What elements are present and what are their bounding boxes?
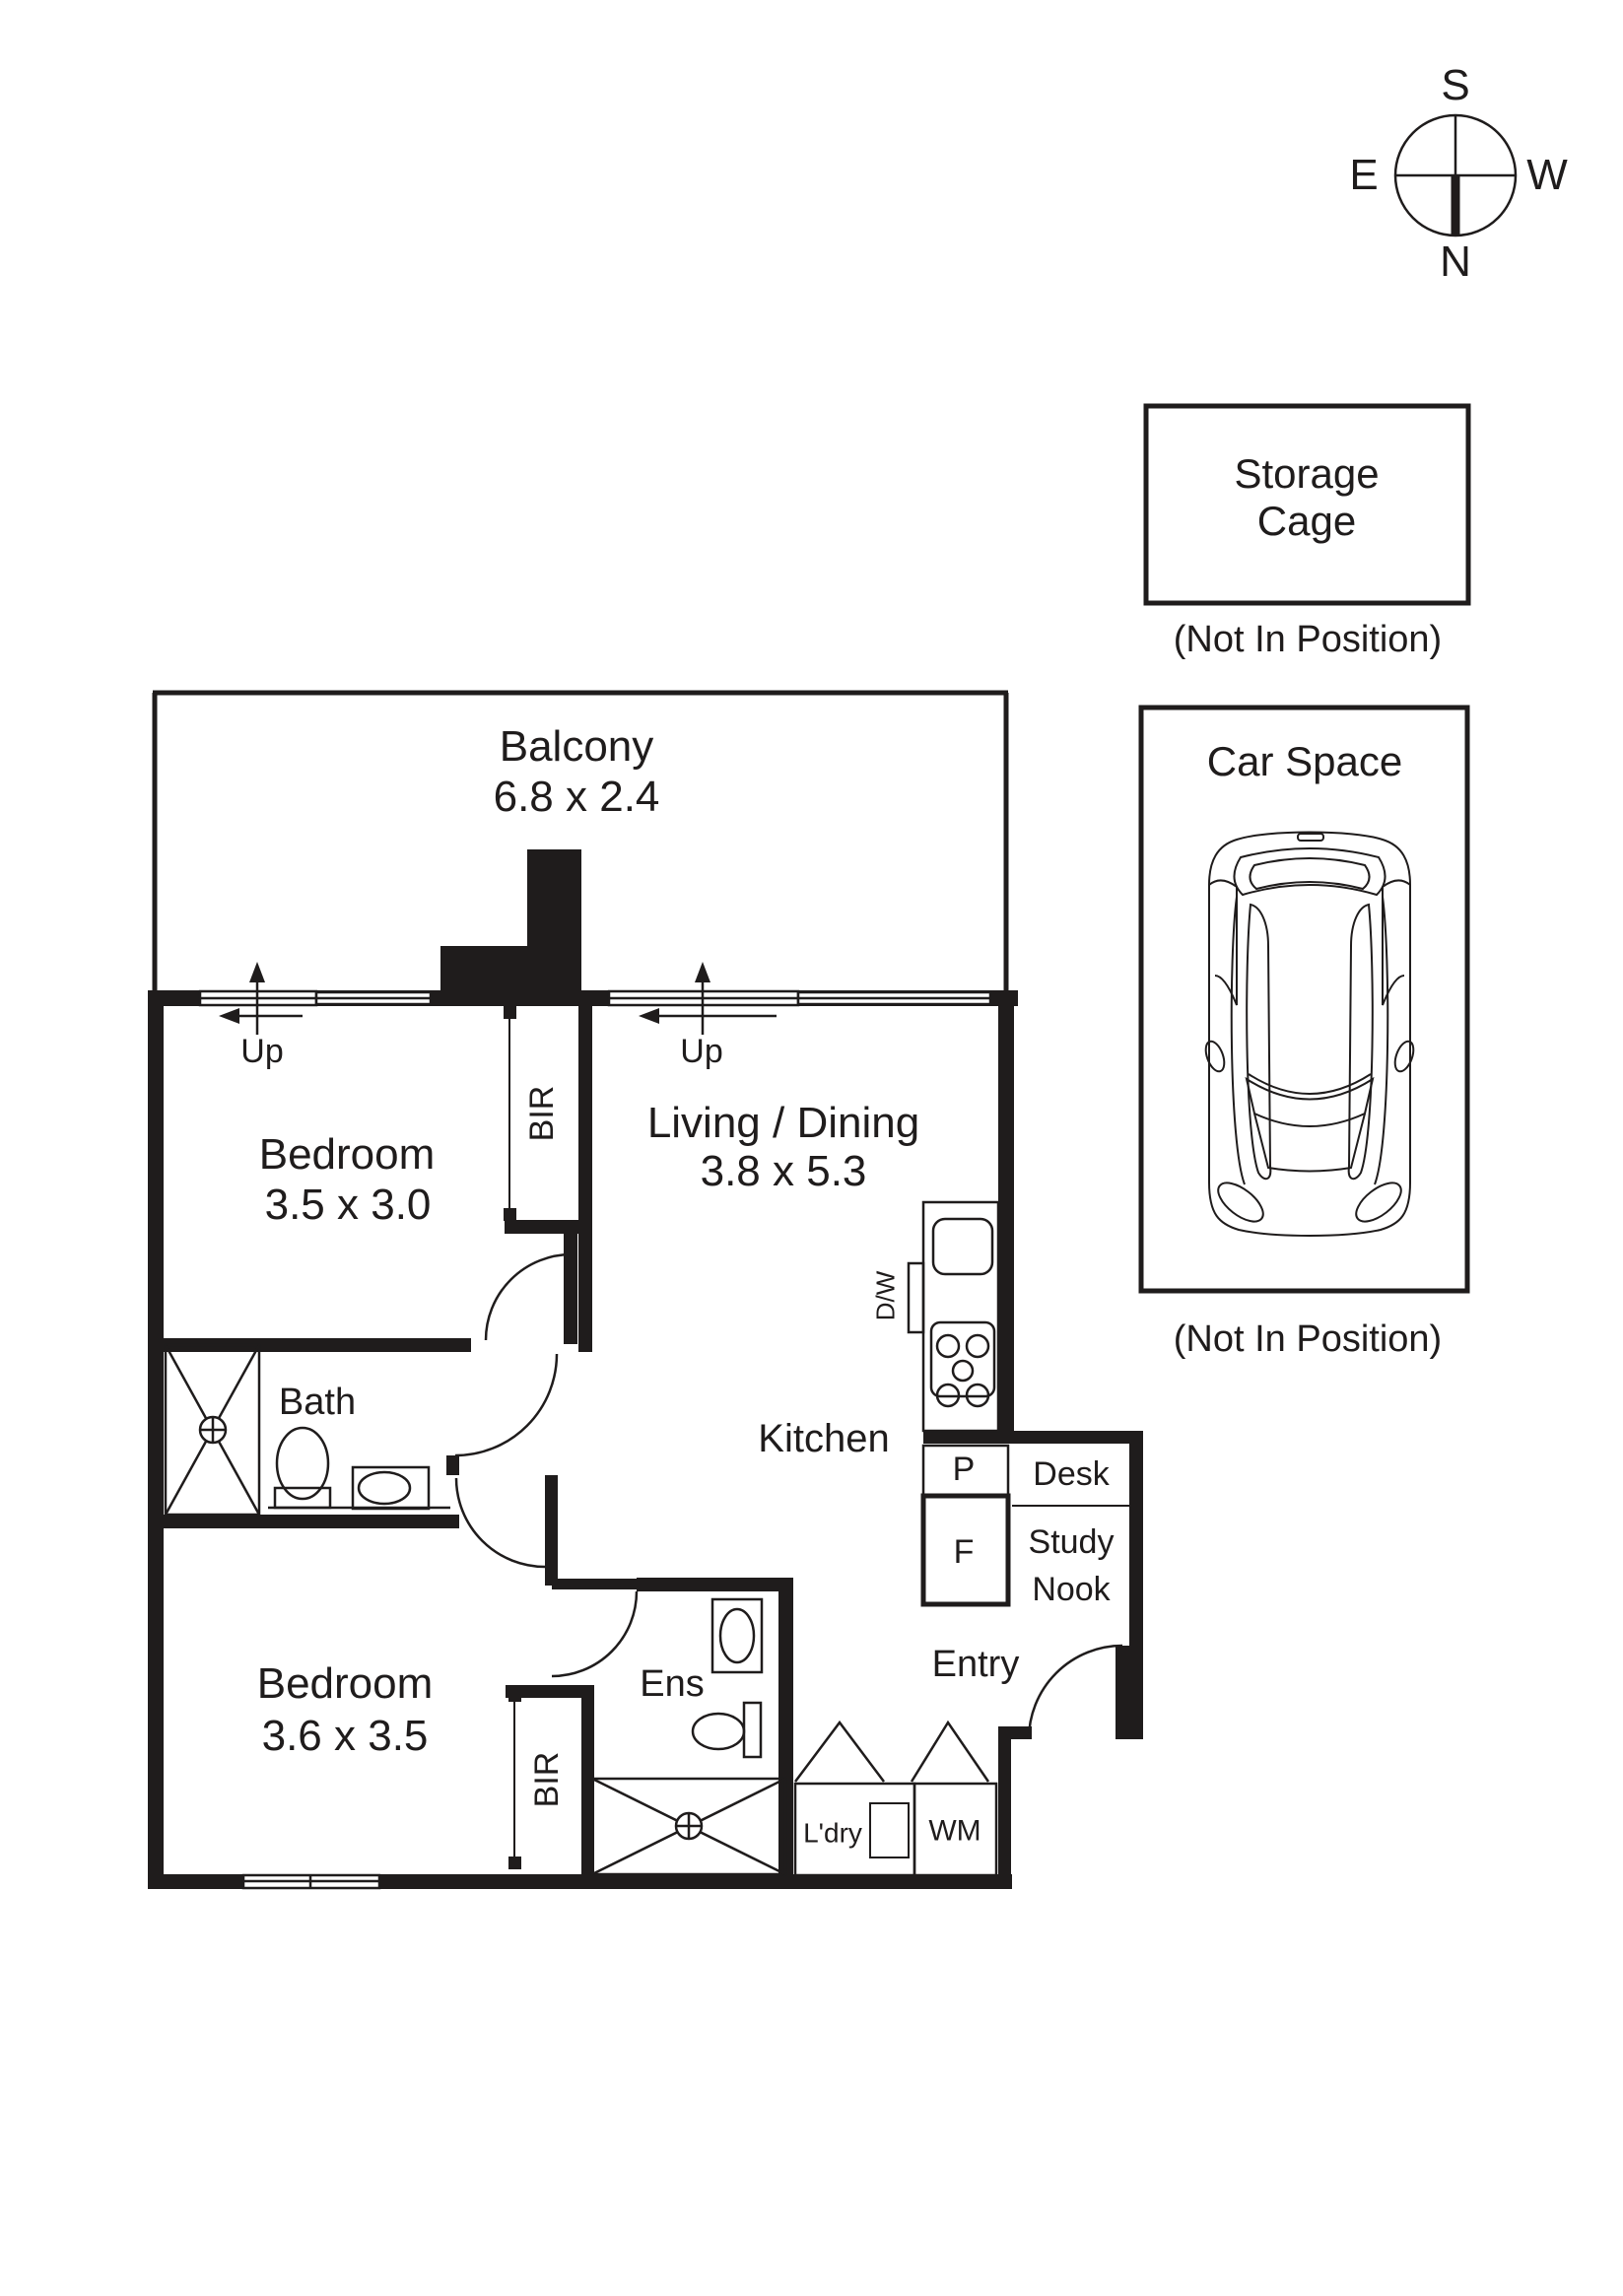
living-window [607,989,992,1007]
storage-cage-title-line2: Cage [1256,497,1357,544]
up-label-1: Up [240,1033,284,1071]
living-dining-dims: 3.8 x 5.3 [700,1146,867,1195]
compass-west-label: W [1526,150,1568,199]
ensuite-label: Ens [640,1663,705,1706]
ensuite-basin [710,1597,764,1674]
ensuite-toilet [691,1701,763,1759]
entry-door [1027,1644,1129,1740]
laundry-label: L'dry [803,1817,862,1849]
car-icon [1204,831,1415,1237]
storage-cage-box [1143,403,1471,606]
bedroom1-dims: 3.5 x 3.0 [264,1180,432,1229]
desk-label: Desk [1033,1455,1110,1494]
pantry-label: P [952,1451,976,1489]
compass-icon [1393,113,1518,237]
balcony-label: Balcony [499,721,654,771]
car-space-box [1138,705,1470,1294]
bir1-label: BIR [523,1085,562,1142]
ensuite-shower [590,1777,787,1876]
up-arrow-2 [639,962,777,1035]
bedroom2-door [454,1477,546,1569]
car-space-title: Car Space [1206,737,1403,784]
fridge-label: F [953,1533,975,1572]
bir2-label: BIR [528,1751,567,1808]
kitchen-label: Kitchen [758,1417,890,1460]
bath-toilet [351,1465,431,1511]
up-label-2: Up [680,1033,723,1071]
laundry-cupboard [793,1720,998,1877]
compass-east-label: E [1349,150,1379,199]
fridge-box [920,1493,1011,1607]
doors [454,1234,1129,1740]
bedroom2-window [241,1873,381,1890]
balcony-walls [152,690,1009,991]
bir1-robe [504,1006,516,1221]
living-dining-label: Living / Dining [646,1098,920,1147]
bedroom1-label: Bedroom [258,1129,436,1179]
kitchen-counter [907,1200,1000,1433]
stair-block [440,849,581,992]
dishwasher-label: D/W [870,1270,901,1321]
study-nook-label-line1: Study [1028,1523,1115,1562]
washing-machine-label: WM [928,1814,981,1848]
storage-cage-title-line1: Storage [1234,449,1380,497]
bath-door [454,1353,559,1457]
bath-shower [164,1343,261,1517]
balcony-dims: 6.8 x 2.4 [493,772,660,821]
up-arrow-1 [219,962,303,1035]
kitchen-cooktop [929,1320,996,1408]
bedroom2-dims: 3.6 x 3.5 [261,1711,429,1760]
ensuite-door [551,1590,639,1678]
compass-north-label: N [1440,236,1471,286]
bedroom2-label: Bedroom [256,1658,434,1708]
car-space-note: (Not In Position) [1173,1318,1443,1361]
bath-label: Bath [278,1382,357,1424]
bedroom1-door [484,1234,577,1344]
storage-cage-note: (Not In Position) [1173,619,1443,661]
bedroom1-window [198,989,433,1007]
compass-south-label: S [1441,60,1470,109]
study-nook-label-line2: Nook [1032,1571,1111,1609]
entry-label: Entry [931,1644,1020,1686]
bir2-robe [508,1689,521,1869]
